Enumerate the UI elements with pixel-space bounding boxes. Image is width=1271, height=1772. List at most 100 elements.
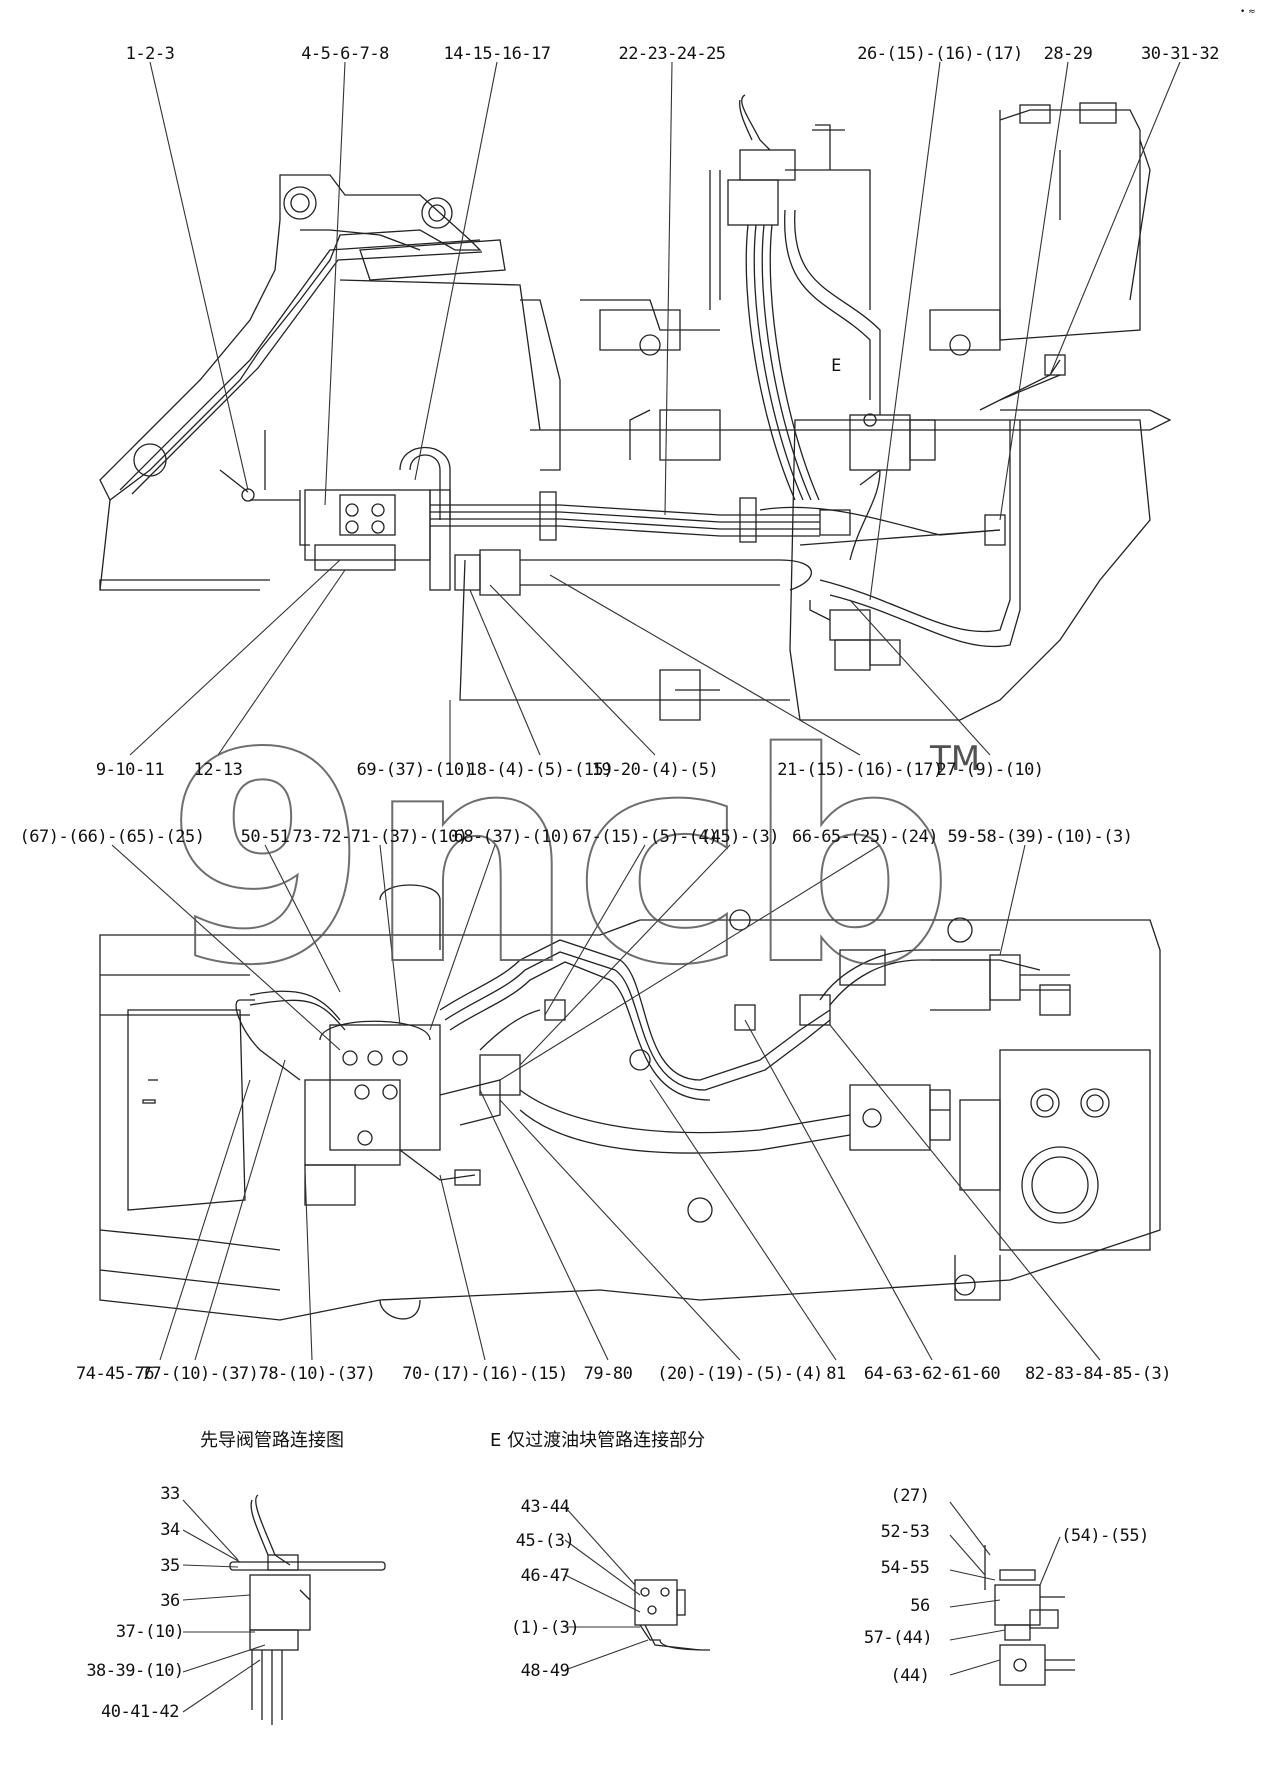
watermark-tm: TM <box>929 739 980 779</box>
callout-e-3: 46-47 <box>520 1566 570 1586</box>
callout-bot-b4: 70-(17)-(16)-(15) <box>402 1364 568 1384</box>
boom-pin-1 <box>283 186 317 220</box>
e-block <box>634 1579 678 1626</box>
callout-e-5: 48-49 <box>520 1661 570 1681</box>
pilot-valve <box>727 179 779 226</box>
callout-pilot-4: 36 <box>160 1591 180 1611</box>
callout-pilot-6: 38-39-(10) <box>86 1661 184 1681</box>
callout-pilot-5: 37-(10) <box>115 1622 185 1642</box>
access-cover <box>127 1009 246 1211</box>
callout-bot-b9: 82-83-84-85-(3) <box>1024 1364 1172 1384</box>
main-control-valve <box>304 489 431 561</box>
joystick-handle <box>741 94 771 151</box>
callout-bot-b6: (20)-(19)-(5)-(4) <box>657 1364 823 1384</box>
suction-hose <box>519 1089 851 1134</box>
callout-e-1: 43-44 <box>520 1497 570 1517</box>
callout-r-6: (44) <box>890 1666 930 1686</box>
callout-r-7: (54)-(55) <box>1061 1526 1149 1546</box>
hydraulic-pump <box>849 1084 931 1151</box>
callout-top-b4: 18-(4)-(5)-(15) <box>466 760 614 780</box>
callout-bot-t8: 59-58-(39)-(10)-(3) <box>947 827 1133 847</box>
detail-pilot-title: 先导阀管路连接图 <box>200 1430 344 1451</box>
callout-bot-b1: 74-45-76 <box>76 1364 154 1384</box>
callout-top-6: 28-29 <box>1043 44 1093 64</box>
callout-e-4: (1)-(3) <box>510 1618 580 1638</box>
boom-pin-2 <box>421 197 453 229</box>
callout-r-4: 56 <box>910 1596 930 1616</box>
frame-hole-1 <box>947 917 973 943</box>
callout-bot-b2: 77-(10)-(37) <box>141 1364 259 1384</box>
bottom-view-drawing <box>99 884 1161 1321</box>
filter-fitting <box>984 514 1006 546</box>
detail-pilot-leaders <box>182 1499 266 1713</box>
chassis-outline <box>789 419 1151 721</box>
callout-top-b1: 9-10-11 <box>95 760 165 780</box>
mount-block-2 <box>929 309 1001 351</box>
filter-block-plan <box>799 994 831 1026</box>
callout-e-2: 45-(3) <box>515 1531 575 1551</box>
section-marker-e: E <box>831 356 841 376</box>
boom-fitting-1 <box>241 488 255 502</box>
boom-outline <box>99 174 482 501</box>
block-plan-2 <box>839 949 886 986</box>
callout-top-b2: 12-13 <box>193 760 243 780</box>
block-plan-3 <box>989 954 1021 1001</box>
hose-bundle-1 <box>430 504 820 516</box>
callout-pilot-7: 40-41-42 <box>101 1702 179 1722</box>
hydraulic-tank <box>999 109 1141 341</box>
right-block-1 <box>994 1584 1041 1626</box>
callout-top-4: 22-23-24-25 <box>618 44 726 64</box>
watermark-text: 9ncb <box>166 692 954 1029</box>
lower-block <box>829 609 871 641</box>
detail-right-blocks <box>984 1545 1075 1686</box>
pressure-hose <box>520 559 812 591</box>
callout-bot-t3: 73-72-71-(37)-(10) <box>292 827 468 847</box>
callout-bot-t2: 50-51 <box>240 827 290 847</box>
callout-r-5: 57-(44) <box>863 1628 933 1648</box>
callout-pilot-2: 34 <box>160 1520 180 1540</box>
callout-top-1: 1-2-3 <box>125 44 175 64</box>
callout-bot-b5: 79-80 <box>583 1364 633 1384</box>
callout-bot-t7: 66-65-(25)-(24) <box>791 827 939 847</box>
callout-top-b3: 69-(37)-(10) <box>356 760 474 780</box>
main-valve-plan <box>329 1024 441 1151</box>
flywheel <box>1021 1146 1099 1224</box>
detail-e-block <box>634 1579 711 1651</box>
pilot-body <box>249 1574 311 1631</box>
frame-outline <box>99 919 1161 1321</box>
callout-bot-b7: 81 <box>826 1364 846 1384</box>
callout-bot-b3: 78-(10)-(37) <box>258 1364 376 1384</box>
return-hose-loop <box>399 447 451 520</box>
top-view-drawing <box>99 94 1172 721</box>
hose-left <box>235 999 301 1081</box>
mount-block-1 <box>599 309 681 351</box>
callout-r-2: 52-53 <box>880 1522 930 1542</box>
callout-top-3: 14-15-16-17 <box>443 44 551 64</box>
pilot-hose-1 <box>745 224 796 501</box>
valve-section-2 <box>304 1079 401 1166</box>
callout-pilot-3: 35 <box>160 1556 180 1576</box>
callout-r-1: (27) <box>890 1486 930 1506</box>
detail-e-title: E 仅过渡油块管路连接部分 <box>490 1430 706 1451</box>
callout-top-2: 4-5-6-7-8 <box>301 44 389 64</box>
callout-bot-t5: 67-(15)-(5)-(4) <box>571 827 719 847</box>
callout-top-b6: 21-(15)-(16)-(17) <box>777 760 943 780</box>
callout-top-b7: 27-(9)-(10) <box>936 760 1044 780</box>
callout-r-3: 54-55 <box>880 1558 930 1578</box>
detail-pilot-valve <box>229 1494 386 1725</box>
watermark-logo: 9ncb TM <box>165 691 980 1030</box>
detail-e-leaders <box>564 1506 649 1671</box>
bottom-view-leaders <box>111 844 1101 1361</box>
callout-bot-t1: (67)-(66)-(65)-(25) <box>19 827 205 847</box>
detail-right-leaders <box>949 1501 1061 1676</box>
callout-bot-t6: (45)-(3) <box>701 827 779 847</box>
callout-pilot-1: 33 <box>160 1484 180 1504</box>
right-block-2 <box>999 1644 1046 1686</box>
top-view-leaders <box>129 61 1181 765</box>
callout-top-b5: 19-20-(4)-(5) <box>591 760 719 780</box>
callout-top-5: 26-(15)-(16)-(17) <box>857 44 1023 64</box>
callout-bot-t4: 68-(37)-(10) <box>453 827 571 847</box>
cylinder-bracket <box>359 239 506 281</box>
